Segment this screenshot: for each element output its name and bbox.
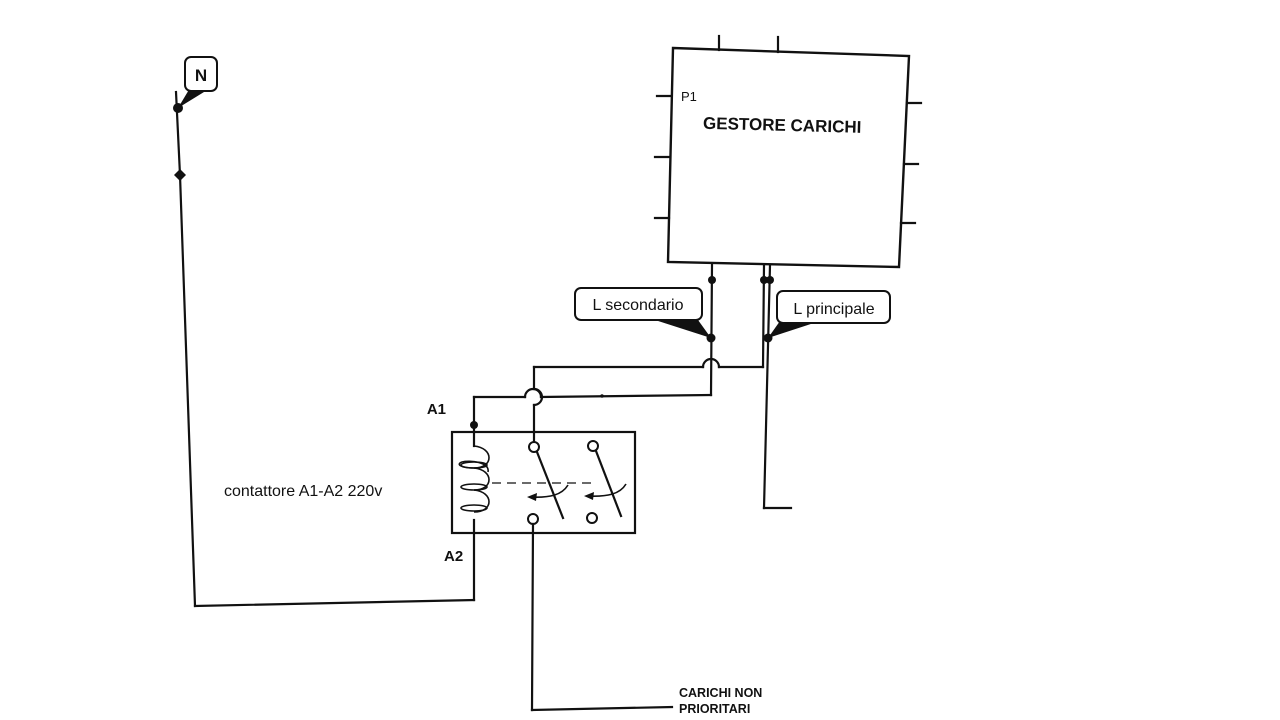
secondary-line-label: L secondario [592, 297, 683, 314]
contactor-description: contattore A1-A2 220v [224, 483, 382, 500]
contactor[interactable]: A1 A2 contattore A1-A2 220v [224, 401, 637, 565]
primary-line-wire [532, 263, 793, 510]
contact-2-icon [584, 440, 627, 524]
load-manager-box[interactable]: P1 GESTORE CARICHI [653, 34, 923, 269]
neutral-callout[interactable]: N [178, 56, 218, 108]
secondary-line-callout[interactable]: L secondario [574, 287, 711, 338]
load-manager-title: GESTORE CARICHI [703, 114, 862, 137]
coil-icon [458, 430, 490, 535]
neutral-junction-diamond [174, 169, 186, 181]
load-label-line2: PRIORITARI [679, 702, 750, 716]
neutral-wire [173, 90, 476, 608]
primary-line-callout[interactable]: L principale [768, 290, 891, 338]
terminal-a2-label: A2 [444, 548, 463, 565]
non-priority-load-wire [530, 522, 674, 712]
neutral-label: N [195, 66, 207, 85]
load-label-line1: CARICHI NON [679, 686, 762, 700]
port-label-p1: P1 [681, 89, 697, 104]
primary-line-label: L principale [793, 301, 874, 318]
terminal-a1-label: A1 [427, 401, 446, 418]
